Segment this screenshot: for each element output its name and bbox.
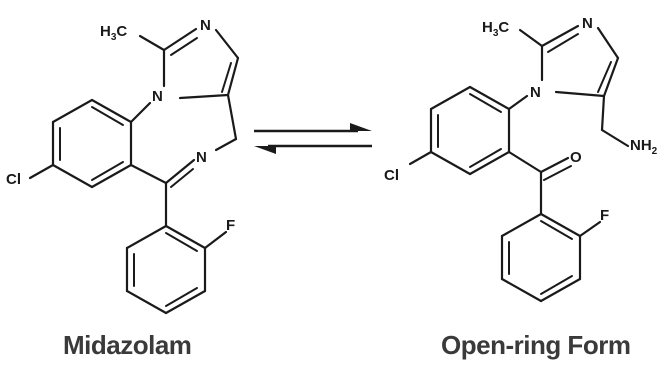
midazolam-imidazole-ring xyxy=(162,27,240,100)
midazolam-fluorine-label: F xyxy=(226,217,235,234)
open-ring-benzo-ring xyxy=(429,85,511,176)
open-ring-amine-label: NH2 xyxy=(630,137,658,157)
midazolam-n-diazepine-label: N xyxy=(196,149,207,166)
midazolam-structure: Cl H3C N N xyxy=(6,17,240,315)
open-ring-carbonyl-oxygen-label: O xyxy=(570,149,582,166)
open-ring-structure: Cl H3C N N NH2 O xyxy=(384,15,658,303)
open-ring-chlorine-label: Cl xyxy=(384,167,399,184)
open-ring-fluorophenyl-ring xyxy=(500,212,582,303)
open-ring-caption: Open-ring Form xyxy=(441,330,630,360)
midazolam-diazepine-ring xyxy=(129,93,238,188)
forward-arrowhead xyxy=(350,123,372,131)
equilibrium-arrows xyxy=(254,123,372,154)
midazolam-chlorine-label: Cl xyxy=(6,171,21,188)
midazolam-methyl-label: H3C xyxy=(100,23,127,43)
open-ring-n-imidazole-top-label: N xyxy=(582,15,593,32)
midazolam-n-imidazole-top-label: N xyxy=(200,17,211,34)
open-ring-methyl-label: H3C xyxy=(482,19,509,39)
open-ring-fluorine-label: F xyxy=(600,207,609,224)
reverse-arrowhead xyxy=(254,146,276,154)
midazolam-caption: Midazolam xyxy=(63,330,191,360)
open-ring-n-ring-label: N xyxy=(530,84,541,101)
midazolam-fluorophenyl-ring xyxy=(125,224,207,315)
open-ring-imidazole-ring xyxy=(540,24,620,98)
midazolam-n-bridge-label: N xyxy=(152,88,163,105)
midazolam-benzo-ring xyxy=(51,98,133,189)
